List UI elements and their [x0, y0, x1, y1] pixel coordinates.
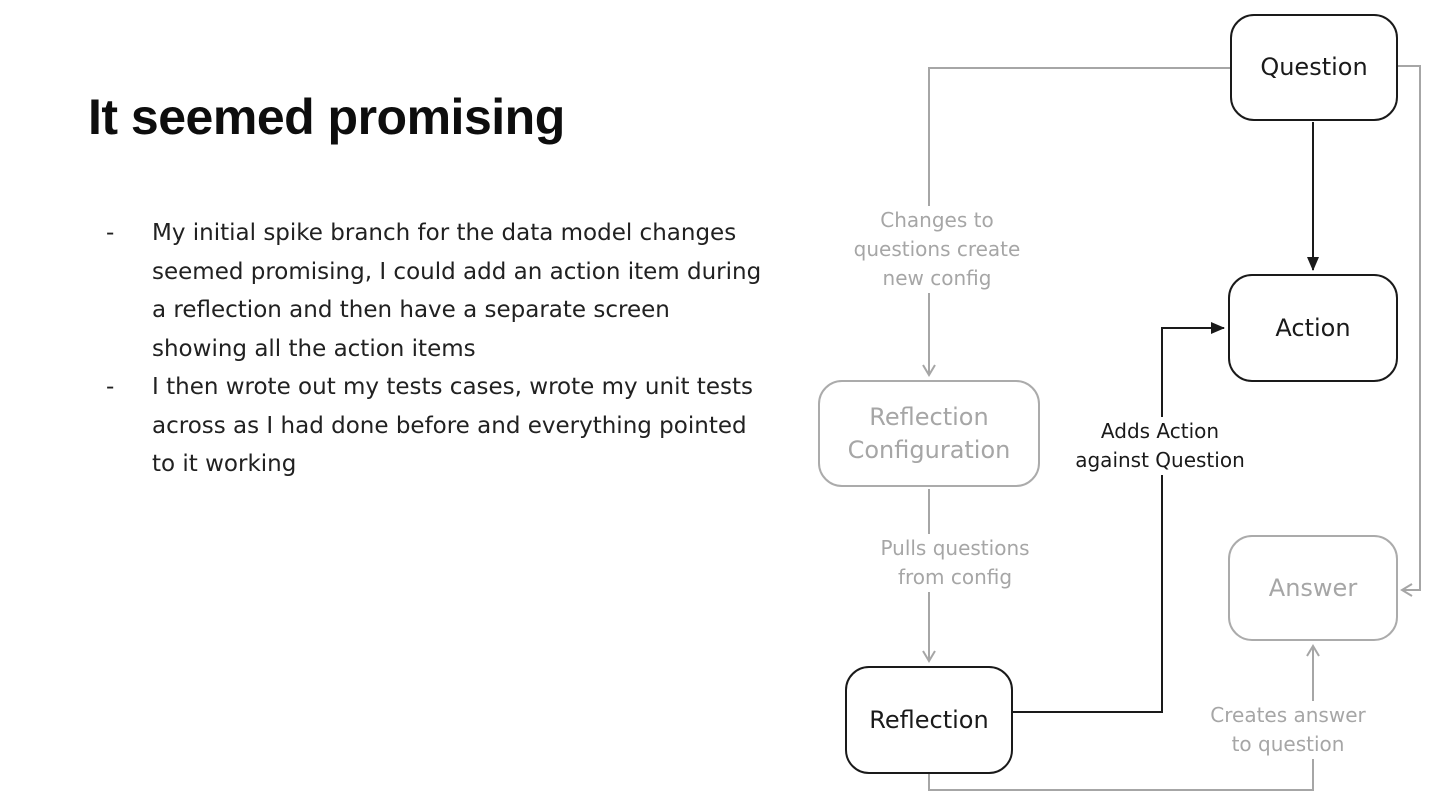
node-reflection: Reflection	[845, 666, 1013, 774]
node-question: Question	[1230, 14, 1398, 121]
bullet-item: - My initial spike branch for the data m…	[106, 214, 836, 368]
edge-question-to-answer	[1398, 65, 1421, 597]
edge-label-creates: Creates answer to question	[1188, 701, 1388, 759]
bullet-text: My initial spike branch for the data mod…	[152, 220, 762, 362]
node-reflection-configuration: Reflection Configuration	[818, 380, 1040, 487]
slide-title: It seemed promising	[88, 89, 565, 145]
edge-label-changes: Changes to questions create new config	[837, 206, 1037, 293]
node-answer: Answer	[1228, 535, 1398, 641]
bullet-list: - My initial spike branch for the data m…	[106, 214, 836, 484]
edge-reflection-to-action	[1013, 322, 1225, 713]
bullet-dash: -	[106, 374, 115, 400]
bullet-item: - I then wrote out my tests cases, wrote…	[106, 368, 836, 484]
node-action: Action	[1228, 274, 1398, 382]
edge-label-adds: Adds Action against Question	[1060, 417, 1260, 475]
edge-label-pulls: Pulls questions from config	[855, 534, 1055, 592]
bullet-text: I then wrote out my tests cases, wrote m…	[152, 374, 753, 477]
bullet-dash: -	[106, 220, 115, 246]
